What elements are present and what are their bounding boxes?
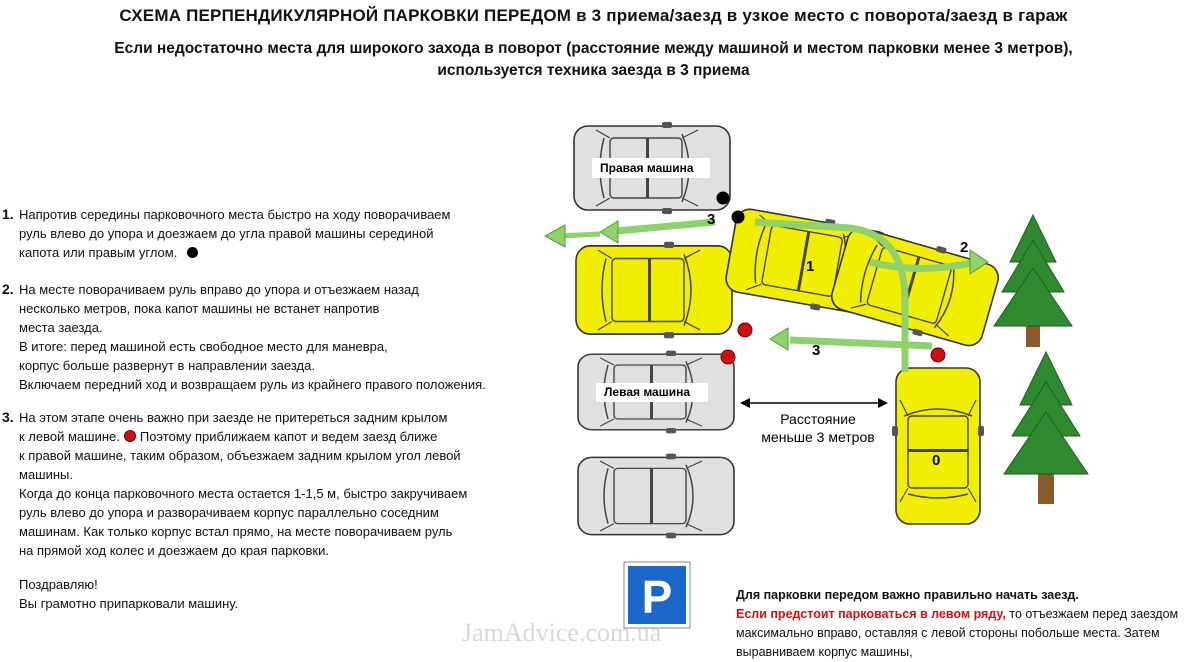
step-2-line: В итоге: перед машиной есть свободное ме… [19,339,388,354]
step-3-line: Когда до конца парковочного места остает… [19,486,468,501]
arrow-path-1 [754,218,909,372]
right-car-label-bg [592,158,710,178]
left-car-label-bg [596,383,708,402]
note-heading: Для парковки передом важно правильно нач… [736,588,1079,602]
black-dot-icon [187,247,199,258]
note-box: Для парковки передом важно правильно нач… [736,586,1181,662]
parking-sign-letter: P [642,571,673,623]
note-body: Если предстоит парковаться в левом ряду,… [736,605,1181,662]
yellow-car-final [575,240,733,340]
distance-label-line-1: Расстояние [780,411,856,427]
congrats-text: Поздравляю! Вы грамотно припарковали маш… [19,575,238,613]
step-2-number: 2. [2,281,14,297]
red-dot-icon [123,430,136,442]
arrow-path-2 [869,258,976,272]
pos-label-0: 0 [932,452,940,469]
bottom-car [577,452,735,540]
congrats-line-2: Вы грамотно припарковали машину. [19,596,239,611]
step-2-line: Включаем передний ход и возвращаем руль … [19,377,486,392]
pos-label-3-top: 3 [707,211,715,228]
arrow-head-2-icon [969,249,989,275]
red-dot-marker [720,349,736,365]
step-3-line: к левой машине.Поэтому приближаем капот … [19,429,438,444]
page-subtitle: Если недостаточно места для широкого зах… [0,38,1187,82]
black-dot-marker [716,191,730,205]
step-3: 3. На этом этапе очень важно при заезде … [2,408,542,560]
arrow-path-back [789,336,933,350]
step-3-number: 3. [2,409,14,425]
tree-icon [1003,350,1089,504]
step-1-number: 1. [2,206,14,222]
tree-icon [993,213,1073,347]
red-dot-marker [930,347,946,363]
congrats-line-1: Поздравляю! [19,577,98,592]
arrow-path-3 [604,218,716,236]
pos-label-1: 1 [806,258,814,275]
step-3-line: На этом этапе очень важно при заезде не … [19,410,448,425]
yellow-car-pos-0 [891,367,985,525]
parking-sign-icon: P [623,561,691,629]
black-dot-marker [731,210,745,224]
subtitle-line-1: Если недостаточно места для широкого зах… [114,40,1073,57]
step-1-line: капота или правым углом. [19,243,542,262]
step-2: 2. На месте поворачиваем руль вправо до … [2,280,542,394]
step-2-line: корпус больше развернут в направлении за… [19,358,315,373]
distance-label-line-2: меньше 3 метров [761,429,874,445]
step-1: 1. Напротив середины парковочного места … [2,205,542,262]
note-warning: Если предстоит парковаться в левом ряду, [736,607,1006,621]
step-3-line: машинам. Как только корпус встал прямо, … [19,524,453,539]
step-3-line: к правой машине, таким образом, объезжае… [19,448,461,463]
yellow-car-pos-2 [826,220,1004,354]
step-1-line: Напротив середины парковочного места быс… [19,207,451,222]
left-car-label: Левая машина [604,385,690,399]
distance-arrow [740,398,888,408]
step-2-line: На месте поворачиваем руль вправо до упо… [19,282,419,297]
step-3-line: машины. [19,467,73,482]
red-dot-marker [737,322,753,338]
page-title: СХЕМА ПЕРПЕНДИКУЛЯРНОЙ ПАРКОВКИ ПЕРЕДОМ … [119,6,1068,25]
step-3-line: на прямой ход колес и доезжаем до края п… [19,543,329,558]
subtitle-line-2: используется техника заезда в 3 приема [437,62,750,79]
pos-label-2: 2 [960,239,968,256]
arrow-path-exit [559,231,601,239]
step-2-line: места заезда. [19,320,103,335]
pos-label-3-bottom: 3 [812,342,820,359]
path-arrows [559,218,976,372]
step-2-line: несколько метров, пока капот машины не в… [19,301,380,316]
note-rest: то отъезжаем перед заездом максимально в… [736,607,1179,659]
arrow-head-back-icon [769,327,789,351]
right-car-label: Правая машина [600,161,694,175]
arrow-head-3-icon [599,220,619,244]
step-1-line: руль влево до упора и доезжаем до угла п… [19,226,434,241]
arrow-head-exit-icon [543,224,566,248]
step-3-line: руль влево до упора и разворачиваем корп… [19,505,439,520]
